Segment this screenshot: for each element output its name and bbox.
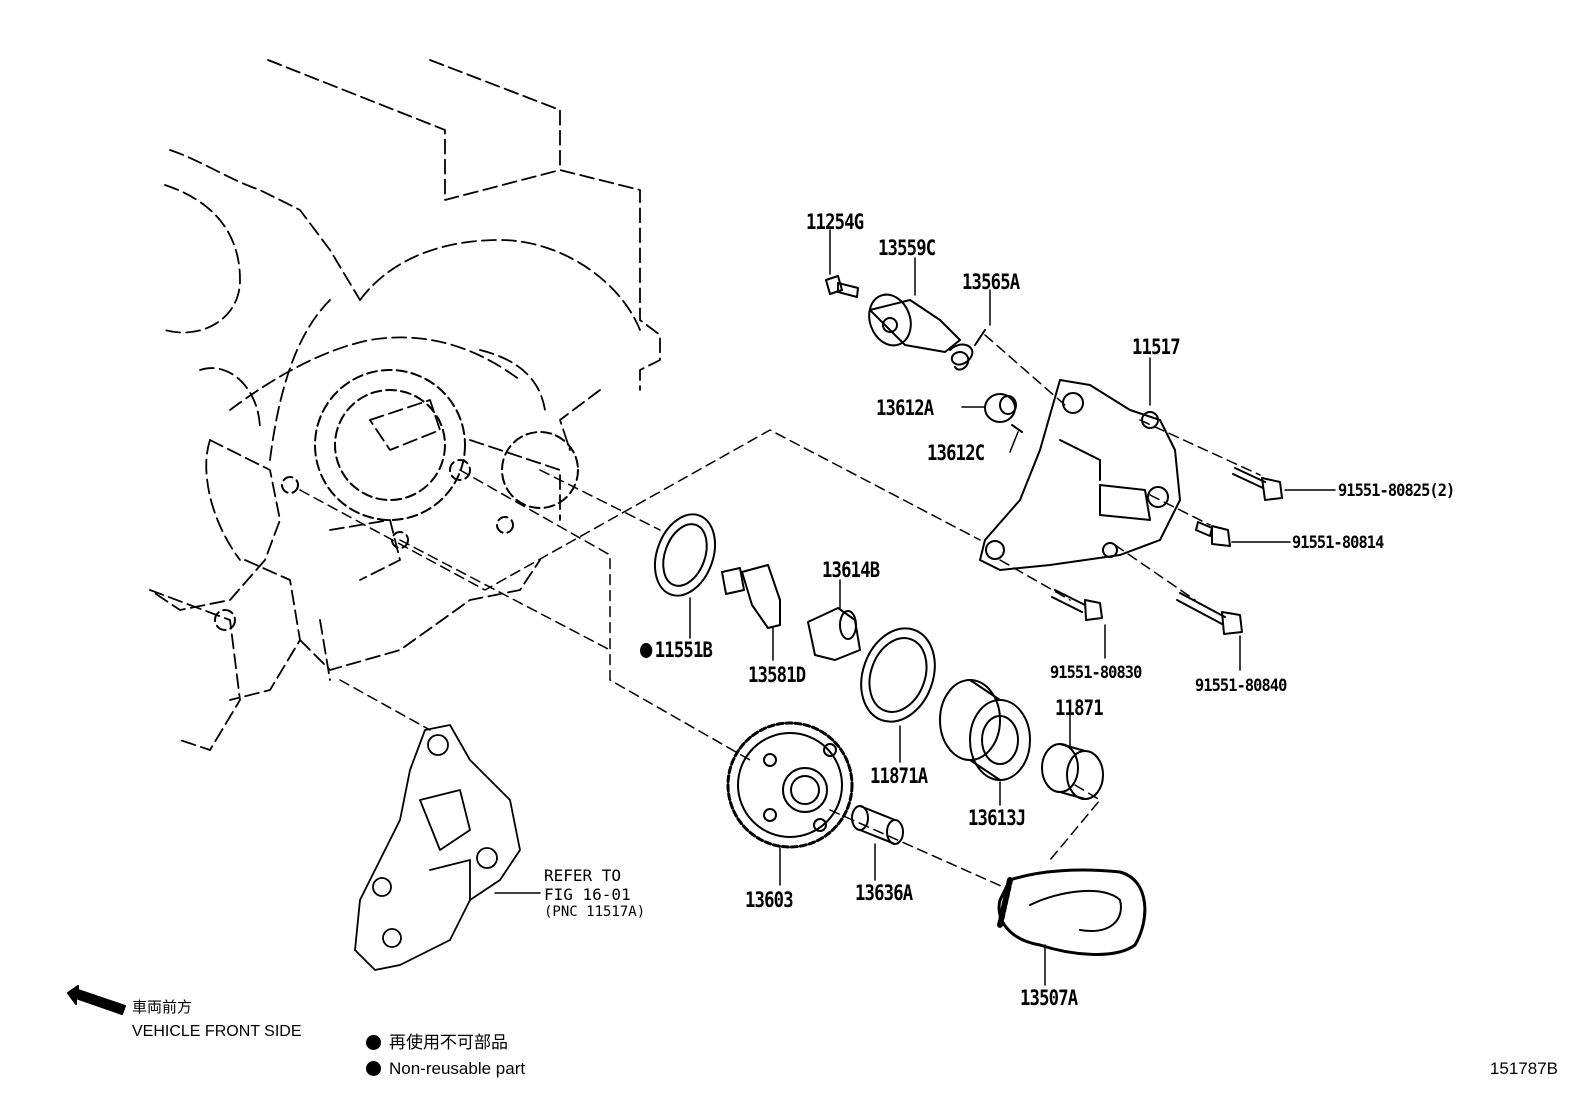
- part-label-13614B[interactable]: 13614B: [822, 558, 880, 582]
- legend-jp-text: 再使用不可部品: [389, 1033, 508, 1052]
- legend-en-text: Non-reusable part: [389, 1059, 526, 1078]
- direction-en: VEHICLE FRONT SIDE: [132, 1023, 302, 1040]
- bracket-11517: [979, 379, 1181, 571]
- leader-lines: [494, 229, 1336, 986]
- engine-block-outline: [149, 59, 661, 751]
- part-label-11871A[interactable]: 11871A: [870, 764, 928, 788]
- part-label-91551-80814[interactable]: 91551-80814: [1292, 533, 1384, 553]
- refer-note-line3: (PNC 11517A): [544, 904, 646, 921]
- part-label-11871[interactable]: 11871: [1055, 696, 1104, 720]
- bearing-11871: [1041, 743, 1104, 800]
- oil-seal-11551B: [654, 513, 716, 597]
- part-label-11254G[interactable]: 11254G: [806, 210, 864, 234]
- part-label-13612A[interactable]: 13612A: [876, 396, 934, 420]
- refer-note[interactable]: REFER TO FIG 16-01 (PNC 11517A): [544, 866, 645, 921]
- bolt-11254G: [825, 275, 859, 298]
- roller-13612A: [984, 393, 1017, 423]
- chain-13507A: [997, 868, 1147, 956]
- part-label-13636A[interactable]: 13636A: [855, 881, 913, 905]
- bolt-91551-80840: [1176, 592, 1243, 635]
- part-label-13581D[interactable]: 13581D: [748, 663, 806, 687]
- bolt-91551-80814: [1195, 521, 1231, 547]
- non-reusable-marker-icon: [640, 643, 653, 658]
- legend-jp: 再使用不可部品: [366, 1034, 508, 1051]
- part-label-13613J[interactable]: 13613J: [968, 806, 1026, 830]
- assembly-lines: [299, 334, 1261, 891]
- part-label-13603[interactable]: 13603: [745, 888, 794, 912]
- tensioner-arm-13559C: [868, 293, 961, 353]
- part-label-91551-80840[interactable]: 91551-80840: [1195, 676, 1287, 696]
- part-label-13559C[interactable]: 13559C: [878, 236, 936, 260]
- refer-note-line1: REFER TO: [544, 866, 622, 885]
- gear-13603: [726, 721, 854, 849]
- block-gear-ring: [214, 369, 579, 631]
- ring-11871A: [860, 627, 936, 723]
- bullet-icon: [366, 1061, 381, 1076]
- part-label-13565A[interactable]: 13565A: [962, 270, 1020, 294]
- bullet-icon: [366, 1035, 381, 1050]
- pin-13636A: [851, 805, 904, 845]
- bushing-13614B: [807, 607, 861, 661]
- part-number-11551B: 11551B: [654, 638, 713, 662]
- part-label-91551-80825[interactable]: 91551-80825(2): [1338, 481, 1455, 501]
- refer-note-line2: FIG 16-01: [544, 885, 631, 905]
- bolt-91551-80825: [1232, 467, 1283, 501]
- bolt-91551-80830: [1051, 589, 1103, 621]
- part-label-13612C[interactable]: 13612C: [927, 441, 985, 465]
- figure-id: 151787B: [1489, 1059, 1558, 1078]
- lower-bracket-11517A: [354, 724, 521, 971]
- legend-en: Non-reusable part: [366, 1060, 525, 1077]
- sensor-13581D: [721, 564, 781, 629]
- pin-13612C: [1011, 424, 1023, 433]
- part-label-91551-80830[interactable]: 91551-80830: [1050, 663, 1142, 683]
- direction-jp: 車両前方: [132, 999, 193, 1016]
- front-arrow-icon: [67, 985, 126, 1015]
- part-label-13507A[interactable]: 13507A: [1020, 986, 1078, 1010]
- part-label-11517[interactable]: 11517: [1132, 335, 1181, 359]
- part-label-11551B[interactable]: 11551B: [640, 638, 713, 662]
- sprocket-13613J: [939, 679, 1031, 781]
- spring-13565A: [949, 329, 986, 371]
